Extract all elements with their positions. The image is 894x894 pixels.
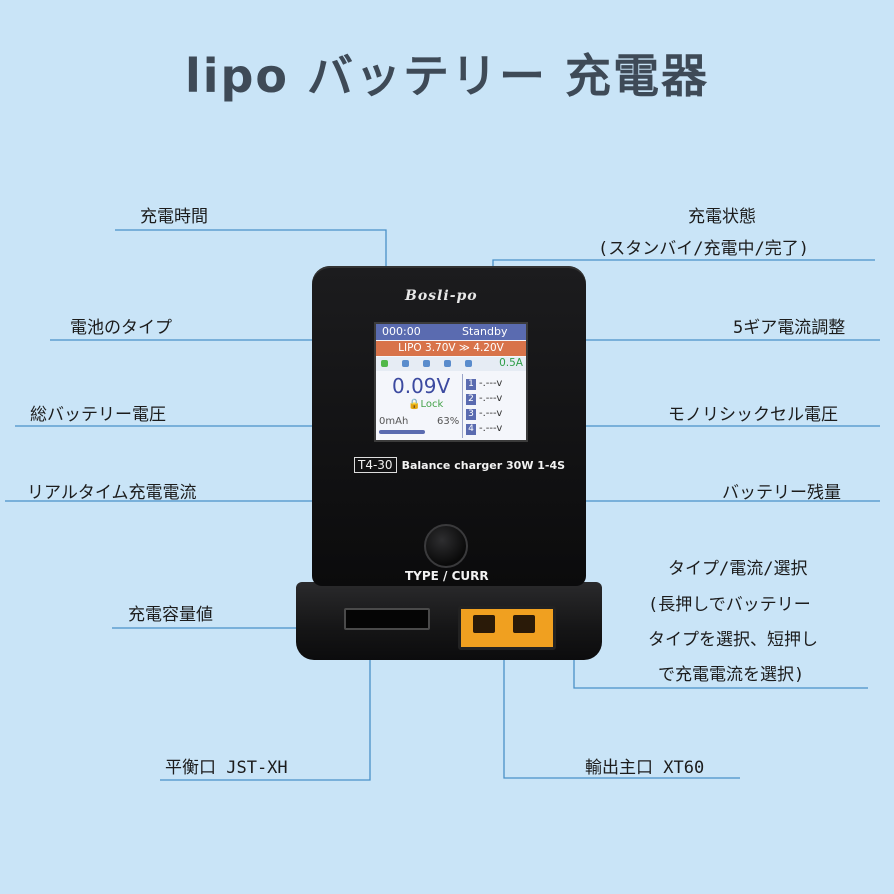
jst-xh-port bbox=[344, 608, 430, 630]
label-charge-state-detail: (スタンバイ/充電中/完了) bbox=[598, 239, 809, 259]
page-title: lipo バッテリー 充電器 bbox=[184, 49, 710, 103]
lcd-screen: 000:00 Standby LIPO 3.70V ≫ 4.20V 0.5A 0… bbox=[374, 322, 528, 442]
label-cell-voltage: モノリシックセル電圧 bbox=[668, 405, 838, 425]
screen-current: 0.5A bbox=[499, 357, 523, 369]
xt60-port bbox=[458, 606, 556, 650]
label-select-3: タイプを選択、短押し bbox=[648, 630, 818, 650]
screen-header: 000:00 Standby bbox=[376, 324, 526, 340]
screen-voltage: 0.09V bbox=[392, 374, 451, 398]
model-box: T4-30 bbox=[354, 457, 397, 473]
xt60-hole bbox=[473, 615, 495, 633]
brand-logo: Bosli-po bbox=[405, 288, 478, 304]
screen-main: 0.09V 🔒Lock 0mAh 63% bbox=[378, 374, 460, 436]
led-icon bbox=[465, 360, 472, 367]
screen-mah: 0mAh bbox=[379, 416, 409, 427]
label-select-1: タイプ/電流/選択 bbox=[668, 559, 808, 579]
cell-row: 2-.---v bbox=[466, 393, 524, 407]
screen-time: 000:00 bbox=[382, 325, 421, 338]
label-charge-state: 充電状態 bbox=[688, 207, 756, 227]
type-curr-label: TYPE / CURR bbox=[405, 569, 489, 583]
screen-cells: 1-.---v 2-.---v 3-.---v 4-.---v bbox=[462, 374, 525, 438]
screen-battery-line: LIPO 3.70V ≫ 4.20V bbox=[376, 341, 526, 356]
screen-lock: 🔒Lock bbox=[408, 399, 443, 410]
label-capacity-value: 充電容量値 bbox=[128, 605, 213, 625]
label-realtime-current: リアルタイム充電電流 bbox=[27, 483, 197, 503]
led-icon bbox=[423, 360, 430, 367]
screen-status: Standby bbox=[462, 325, 508, 338]
label-total-voltage: 総バッテリー電圧 bbox=[30, 405, 166, 425]
label-balance-port: 平衡口 JST-XH bbox=[165, 758, 288, 778]
cell-row: 4-.---v bbox=[466, 423, 524, 437]
label-gear-current: 5ギア電流調整 bbox=[733, 318, 846, 338]
type-curr-button[interactable] bbox=[424, 524, 468, 568]
screen-current-row: 0.5A bbox=[376, 357, 526, 371]
label-output-port: 輸出主口 XT60 bbox=[585, 758, 705, 778]
xt60-hole bbox=[513, 615, 535, 633]
model-description: Balance charger 30W 1-4S bbox=[401, 459, 566, 472]
screen-percent: 63% bbox=[437, 416, 460, 427]
cell-row: 3-.---v bbox=[466, 408, 524, 422]
label-select-2: (長押しでバッテリー bbox=[648, 595, 811, 615]
label-charge-time: 充電時間 bbox=[140, 207, 208, 227]
label-remaining: バッテリー残量 bbox=[722, 483, 841, 503]
cell-row: 1-.---v bbox=[466, 378, 524, 392]
label-select-4: で充電電流を選択) bbox=[658, 665, 805, 685]
device-side bbox=[296, 582, 602, 660]
model-text: T4-30 Balance charger 30W 1-4S bbox=[354, 457, 566, 473]
lock-icon: 🔒 bbox=[408, 399, 421, 410]
led-icon bbox=[444, 360, 451, 367]
label-battery-type: 電池のタイプ bbox=[70, 318, 172, 338]
led-icon bbox=[381, 360, 388, 367]
led-icon bbox=[402, 360, 409, 367]
lock-label: Lock bbox=[420, 399, 444, 410]
screen-progress-bar bbox=[379, 430, 425, 434]
